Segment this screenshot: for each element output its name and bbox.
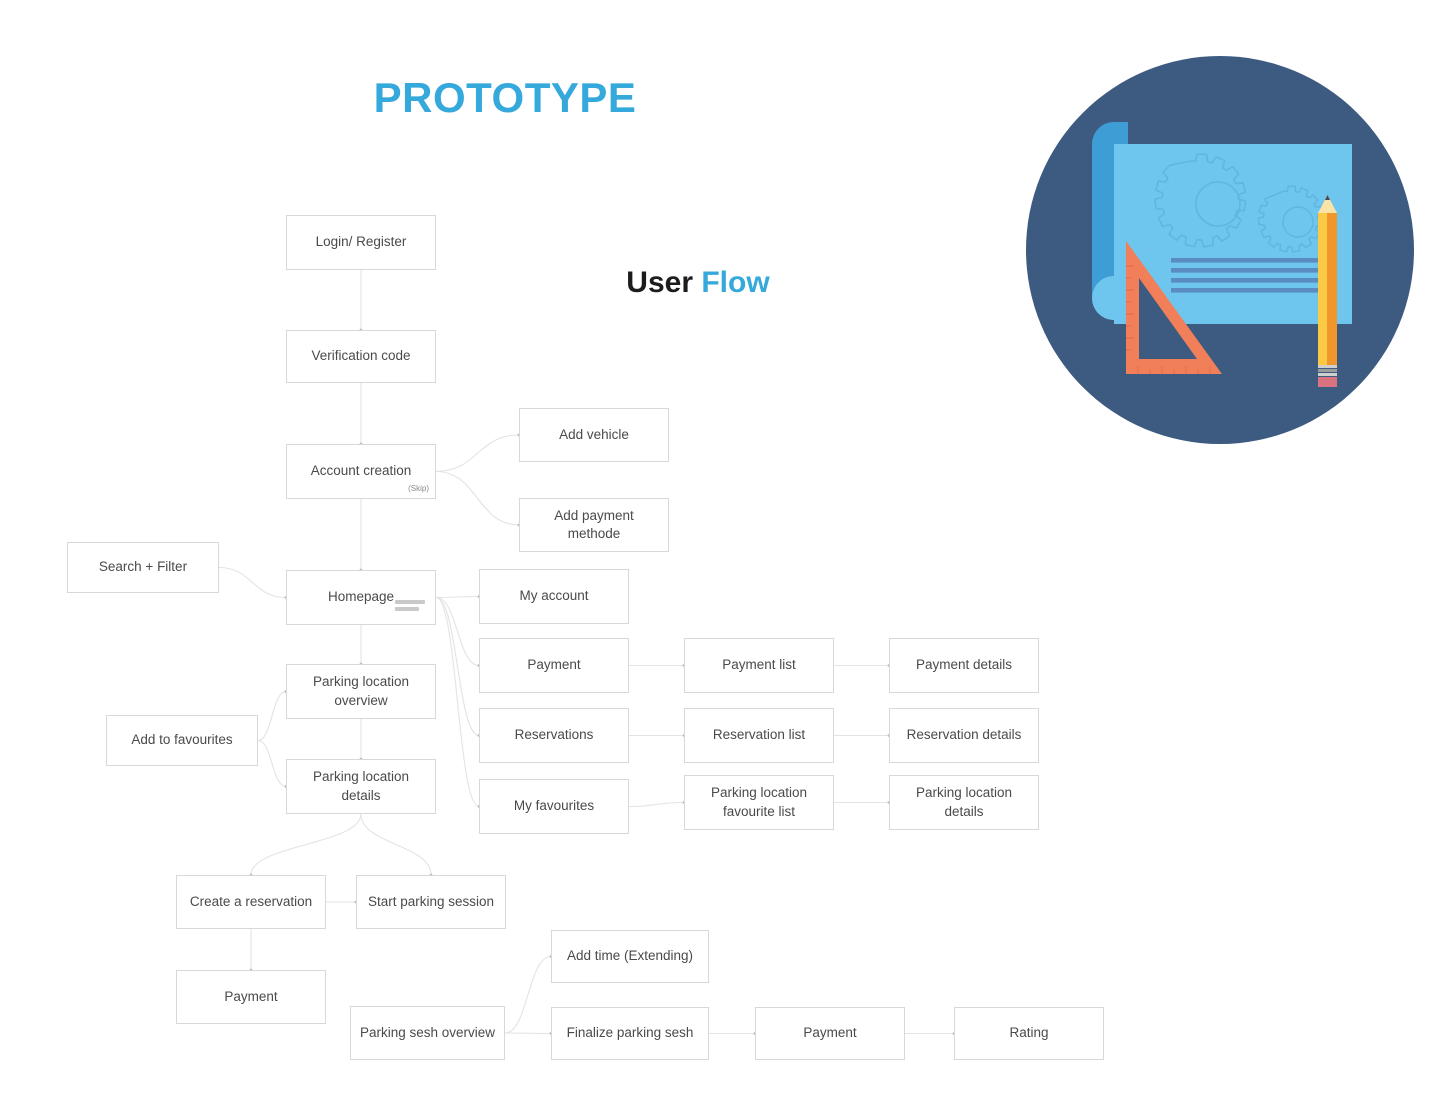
flow-node-reservations[interactable]: Reservations [479,708,629,763]
flow-node-label: Payment [803,1025,857,1041]
flow-node-add-time-extending[interactable]: Add time (Extending) [551,930,709,983]
flow-node-sublabel: (Skip) [408,484,429,494]
flow-node-label: Verification code [311,348,411,364]
connector-homepage-to-my-favourites [435,596,480,808]
flow-node-label: My favourites [513,798,595,814]
flow-node-payment-1[interactable]: Payment [479,638,629,693]
flow-node-payment-list[interactable]: Payment list [684,638,834,693]
flow-node-label: My account [519,588,589,604]
flow-node-label: Login/ Register [315,234,407,250]
blueprint-text-lines [1171,258,1318,293]
section-title-plain: User [626,266,694,299]
flow-node-label: Start parking session [367,893,495,909]
flow-node-my-account[interactable]: My account [479,569,629,624]
flow-node-label: Homepage [327,589,395,605]
connector-my-favourites-to-parking-fav-list [628,801,685,808]
flow-node-label: Account creation [310,463,412,479]
flow-node-homepage[interactable]: Homepage [286,570,436,625]
flow-node-payment-3[interactable]: Payment [755,1007,905,1060]
flow-node-label: Reservations [514,727,594,743]
flow-node-label: Add vehicle [559,426,629,442]
flow-node-add-to-favourites[interactable]: Add to favourites [106,715,258,766]
flow-node-reservation-details[interactable]: Reservation details [889,708,1039,763]
page-title: PROTOTYPE [0,74,1440,122]
flow-node-start-parking-session[interactable]: Start parking session [356,875,506,929]
section-title-accent: Flow [701,266,770,299]
flow-node-add-vehicle[interactable]: Add vehicle [519,408,669,462]
flow-node-reservation-list[interactable]: Reservation list [684,708,834,763]
pencil [1318,195,1337,387]
connector-add-to-favourites-to-parking-loc-details [257,739,287,788]
connector-homepage-to-payment-1 [435,596,480,667]
flow-node-label: Add time (Extending) [566,948,694,964]
blueprint-illustration [1026,56,1414,444]
flow-node-finalize-parking-sesh[interactable]: Finalize parking sesh [551,1007,709,1060]
flow-node-label: Create a reservation [189,893,313,909]
connector-homepage-to-reservations [435,596,480,737]
section-title: User Flow [0,266,1440,300]
flow-node-label: Payment [527,657,581,673]
connector-parking-loc-details-to-start-parking-session [360,813,432,876]
connector-parking-sesh-overview-to-add-time-extending [504,955,552,1034]
connector-parking-sesh-overview-to-finalize-parking-sesh [504,1032,552,1035]
ruler-tick-marks [1126,265,1211,374]
flow-node-payment-2[interactable]: Payment [176,970,326,1024]
flow-node-verification-code[interactable]: Verification code [286,330,436,383]
gear-large [1154,153,1247,248]
connector-homepage-to-my-account [435,595,480,599]
flow-node-label: Parking sesh overview [359,1024,496,1040]
flow-node-login-register[interactable]: Login/ Register [286,215,436,270]
flow-node-label: Rating [1009,1025,1049,1041]
menu-icon [395,600,425,614]
flow-node-create-a-reservation[interactable]: Create a reservation [176,875,326,929]
flow-node-label: Reservation details [906,727,1022,743]
connector-account-creation-to-add-payment-methode [435,470,520,526]
flow-node-label: Payment [224,988,278,1004]
flow-node-label: Payment list [722,657,796,673]
flow-node-label: Add to favourites [131,732,233,748]
flow-node-label: Payment details [915,657,1013,673]
flow-node-parking-sesh-overview[interactable]: Parking sesh overview [350,1006,505,1060]
connector-parking-loc-details-to-create-a-reservation [250,813,362,876]
connector-search-filter-to-homepage [218,566,287,599]
connector-add-to-favourites-to-parking-loc-overview [257,690,287,742]
gear-small [1257,185,1324,253]
flow-node-label: Reservation list [712,727,806,743]
flow-node-search-filter[interactable]: Search + Filter [67,542,219,593]
flow-node-label: Search + Filter [98,559,188,575]
flow-node-label: Finalize parking sesh [566,1025,694,1041]
flow-node-my-favourites[interactable]: My favourites [479,779,629,834]
flow-node-rating[interactable]: Rating [954,1007,1104,1060]
flow-node-account-creation[interactable]: Account creation (Skip) [286,444,436,499]
page-title-text: PROTOTYPE [373,74,637,121]
set-square-inner-cut [1139,278,1197,359]
connector-account-creation-to-add-vehicle [435,434,520,473]
flow-node-payment-details[interactable]: Payment details [889,638,1039,693]
